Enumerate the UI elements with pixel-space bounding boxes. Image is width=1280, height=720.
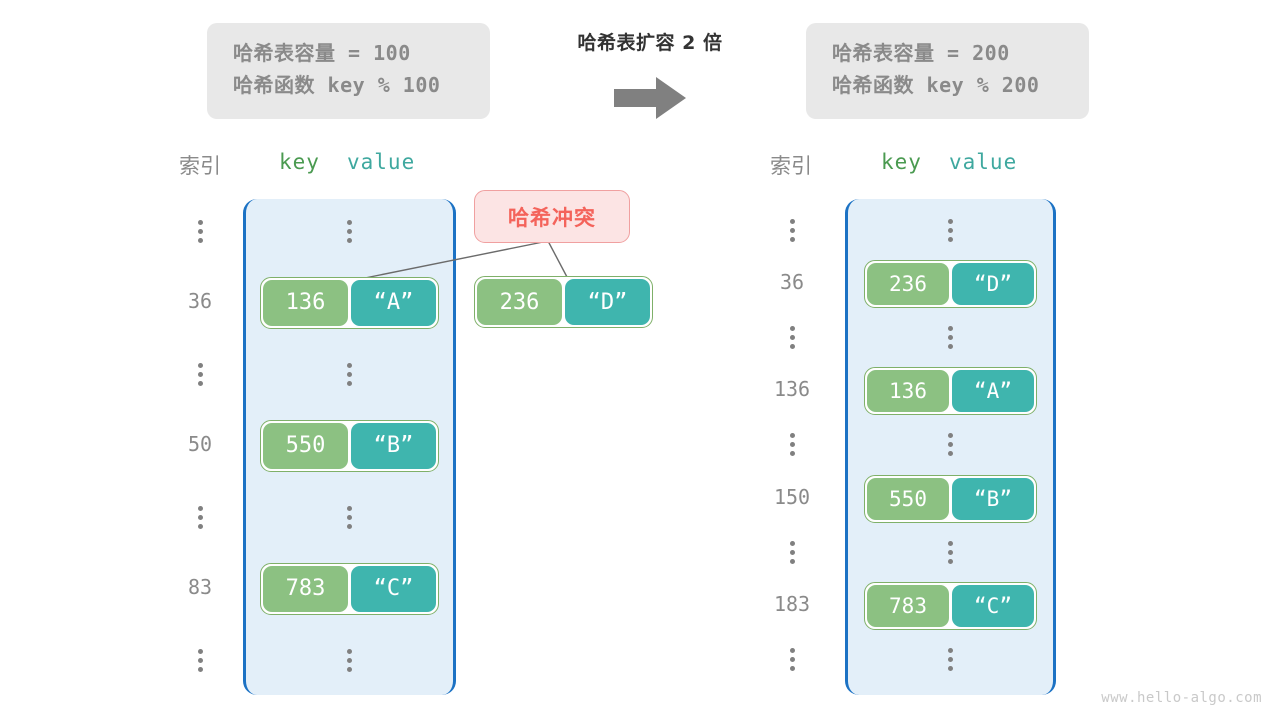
arrow-right-icon — [540, 77, 760, 119]
table-row-ellipsis — [845, 540, 1056, 564]
row-index-label — [172, 648, 228, 672]
row-index-label — [755, 433, 829, 457]
key-value-pair: 550“B” — [864, 474, 1037, 523]
value-cell: “D” — [565, 279, 650, 325]
table-row: 236“D” — [845, 259, 1056, 308]
row-ellipsis-icon — [347, 219, 352, 243]
row-index-label: 136 — [773, 377, 811, 402]
index-ellipsis-icon — [789, 648, 795, 672]
index-column-header-right: 索引 — [770, 154, 812, 178]
key-column-header-left: key — [279, 150, 320, 174]
key-cell: 136 — [263, 279, 348, 326]
row-ellipsis-icon — [347, 362, 352, 386]
key-cell: 136 — [867, 370, 949, 413]
value-cell: “B” — [952, 477, 1034, 520]
table-row-ellipsis — [845, 218, 1056, 242]
index-ellipsis-icon — [197, 362, 203, 386]
row-index-label — [755, 540, 829, 564]
capacity-line-before: 哈希表容量 = 100 — [233, 41, 411, 65]
key-cell: 236 — [867, 262, 949, 305]
key-value-pair: 236 “D” — [474, 276, 653, 328]
value-cell: “A” — [351, 279, 436, 326]
index-ellipsis-icon — [789, 433, 795, 457]
value-column-header-left: value — [347, 150, 416, 174]
table-row-ellipsis — [845, 433, 1056, 457]
value-cell: “C” — [952, 584, 1034, 627]
index-ellipsis-icon — [197, 219, 203, 243]
row-index-label — [172, 505, 228, 529]
hash-table-info-after: 哈希表容量 = 200 哈希函数 key % 200 — [806, 23, 1089, 119]
row-index-label: 50 — [187, 431, 213, 456]
row-index-label — [755, 648, 829, 672]
hash-collision-badge: 哈希冲突 — [474, 190, 630, 243]
table-row-ellipsis — [845, 648, 1056, 672]
value-cell: “C” — [351, 565, 436, 612]
row-index-label — [755, 325, 829, 349]
hash-function-line-after: 哈希函数 key % 200 — [832, 73, 1040, 97]
table-row-ellipsis — [845, 325, 1056, 349]
hash-table-info-before: 哈希表容量 = 100 哈希函数 key % 100 — [207, 23, 490, 119]
table-row: 550“B” — [243, 419, 456, 472]
row-ellipsis-icon — [948, 433, 953, 457]
hash-function-line-before: 哈希函数 key % 100 — [233, 73, 441, 97]
key-cell: 236 — [477, 279, 562, 325]
index-ellipsis-icon — [789, 325, 795, 349]
colliding-entry: 236 “D” — [474, 276, 653, 328]
row-index-label — [172, 362, 228, 386]
row-index-label — [172, 219, 228, 243]
watermark: www.hello-algo.com — [1101, 690, 1262, 706]
table-row-ellipsis — [243, 219, 456, 243]
table-row: 783“C” — [845, 581, 1056, 630]
expansion-caption: 哈希表扩容 2 倍 — [577, 32, 723, 54]
key-cell: 783 — [263, 565, 348, 612]
row-index-label: 183 — [773, 591, 811, 616]
key-value-pair: 136“A” — [864, 367, 1037, 416]
capacity-line-after: 哈希表容量 = 200 — [832, 41, 1010, 65]
row-index-label: 150 — [773, 484, 811, 509]
key-cell: 550 — [867, 477, 949, 520]
expansion-transition: 哈希表扩容 2 倍 — [540, 28, 760, 119]
table-row: 136“A” — [845, 367, 1056, 416]
index-ellipsis-icon — [197, 505, 203, 529]
index-ellipsis-icon — [197, 648, 203, 672]
table-row: 783“C” — [243, 562, 456, 615]
row-ellipsis-icon — [347, 648, 352, 672]
row-index-label: 36 — [187, 288, 213, 313]
row-index-label: 36 — [779, 269, 805, 294]
key-value-pair: 136“A” — [260, 276, 439, 329]
row-ellipsis-icon — [948, 325, 953, 349]
row-ellipsis-icon — [948, 218, 953, 242]
index-ellipsis-icon — [789, 540, 795, 564]
key-value-pair: 236“D” — [864, 259, 1037, 308]
value-column-header-right: value — [949, 150, 1018, 174]
key-value-pair: 550“B” — [260, 419, 439, 472]
row-ellipsis-icon — [948, 540, 953, 564]
index-ellipsis-icon — [789, 218, 795, 242]
table-row-ellipsis — [243, 505, 456, 529]
hash-collision-label: 哈希冲突 — [508, 205, 596, 230]
table-row: 136“A” — [243, 276, 456, 329]
table-row-ellipsis — [243, 648, 456, 672]
value-cell: “B” — [351, 422, 436, 469]
value-cell: “D” — [952, 262, 1034, 305]
key-value-pair: 783“C” — [260, 562, 439, 615]
row-index-label — [755, 218, 829, 242]
key-cell: 783 — [867, 584, 949, 627]
row-ellipsis-icon — [948, 648, 953, 672]
key-column-header-right: key — [881, 150, 922, 174]
table-row: 550“B” — [845, 474, 1056, 523]
table-row-ellipsis — [243, 362, 456, 386]
key-cell: 550 — [263, 422, 348, 469]
row-ellipsis-icon — [347, 505, 352, 529]
index-column-header-left: 索引 — [179, 154, 221, 178]
row-index-label: 83 — [187, 574, 213, 599]
key-value-pair: 783“C” — [864, 581, 1037, 630]
value-cell: “A” — [952, 370, 1034, 413]
